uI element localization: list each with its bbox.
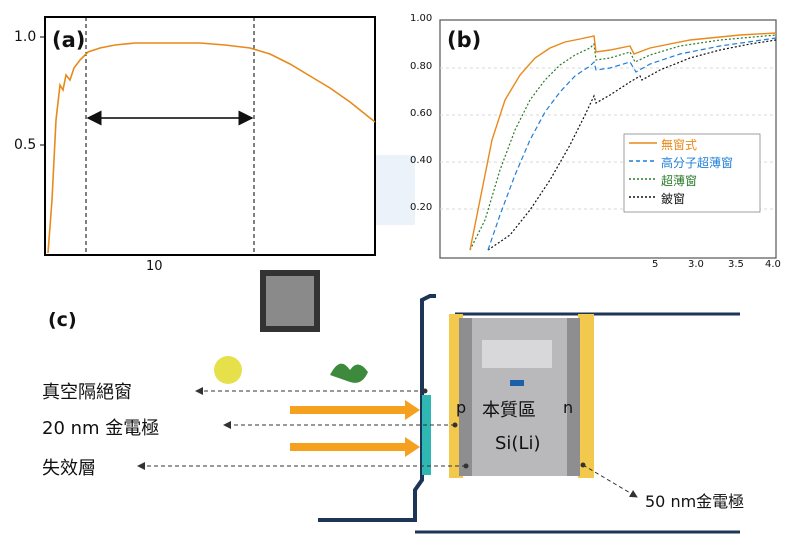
legend-label-windowless: 無窗式	[661, 138, 698, 152]
panel-a-ytick-mid-label: 0.5	[14, 137, 37, 153]
panel-a-label: (a)	[52, 28, 86, 52]
xray-arrow-bottom-head	[405, 437, 420, 457]
panel-a	[40, 16, 376, 256]
label-intrinsic-region: 本質區	[482, 400, 536, 421]
label-n-region: n	[563, 398, 574, 417]
leader-gold-50nm	[582, 464, 638, 498]
background-window-pane	[266, 276, 314, 326]
label-p-region: p	[456, 398, 467, 417]
label-dead-layer: 失效層	[42, 458, 96, 479]
label-material-sili: Si(Li)	[495, 433, 541, 454]
panel-b	[439, 19, 777, 259]
background-flower	[214, 356, 242, 384]
panel-a-xtick-label: 10	[146, 259, 163, 274]
label-gold-electrode-50nm: 50 nm金電極	[645, 492, 745, 511]
vacuum-window	[422, 395, 431, 475]
crystal-mark	[510, 380, 524, 386]
panel-c	[137, 294, 740, 534]
leader-vacuum-window-dot	[422, 388, 428, 394]
xray-arrow-top-head	[405, 400, 420, 420]
panel-b-xtick-5: 5	[652, 259, 659, 270]
panel-a-ytick-top-label: 1.0	[14, 29, 37, 45]
housing-left-wall	[318, 294, 436, 522]
leader-dead-layer-dot	[463, 463, 469, 469]
panel-b-xtick-30: 3.0	[688, 259, 704, 270]
panel-b-ytick-100: 1.00	[410, 13, 433, 24]
panel-b-curve-be-window	[487, 39, 777, 251]
panel-b-ytick-020: 0.20	[410, 202, 433, 213]
legend-label-ultrathin: 超薄窗	[661, 174, 698, 188]
n-region-right	[566, 318, 580, 476]
dead-layer-left	[459, 318, 473, 476]
panel-b-legend	[623, 133, 761, 213]
panel-c-label: (c)	[48, 309, 77, 331]
panel-b-ytick-080: 0.80	[410, 61, 433, 72]
legend-label-polymer: 高分子超薄窗	[661, 156, 734, 170]
legend-label-be: 鈹窗	[661, 192, 686, 206]
leader-gold-20nm-dot	[452, 422, 458, 428]
panel-b-xtick-35: 3.5	[728, 259, 744, 270]
panel-b-xtick-40: 4.0	[765, 259, 781, 270]
label-gold-electrode-20nm: 20 nm 金電極	[42, 418, 160, 439]
panel-b-ytick-060: 0.60	[410, 108, 433, 119]
panel-b-curve-ultrathin	[469, 34, 777, 251]
panel-b-curve-windowless	[469, 32, 777, 251]
panel-b-curve-polymer-window	[487, 37, 777, 251]
leader-gold-50nm-dot	[580, 462, 586, 468]
panel-b-label: (b)	[447, 28, 482, 52]
crystal-highlight	[482, 340, 552, 368]
label-vacuum-window: 真空隔絕窗	[42, 382, 132, 403]
panel-a-curve	[47, 42, 376, 254]
background-plant	[330, 363, 368, 383]
gold-electrode-right	[578, 314, 594, 478]
panel-b-ytick-040: 0.40	[410, 155, 433, 166]
panel-a-frame	[44, 16, 376, 256]
